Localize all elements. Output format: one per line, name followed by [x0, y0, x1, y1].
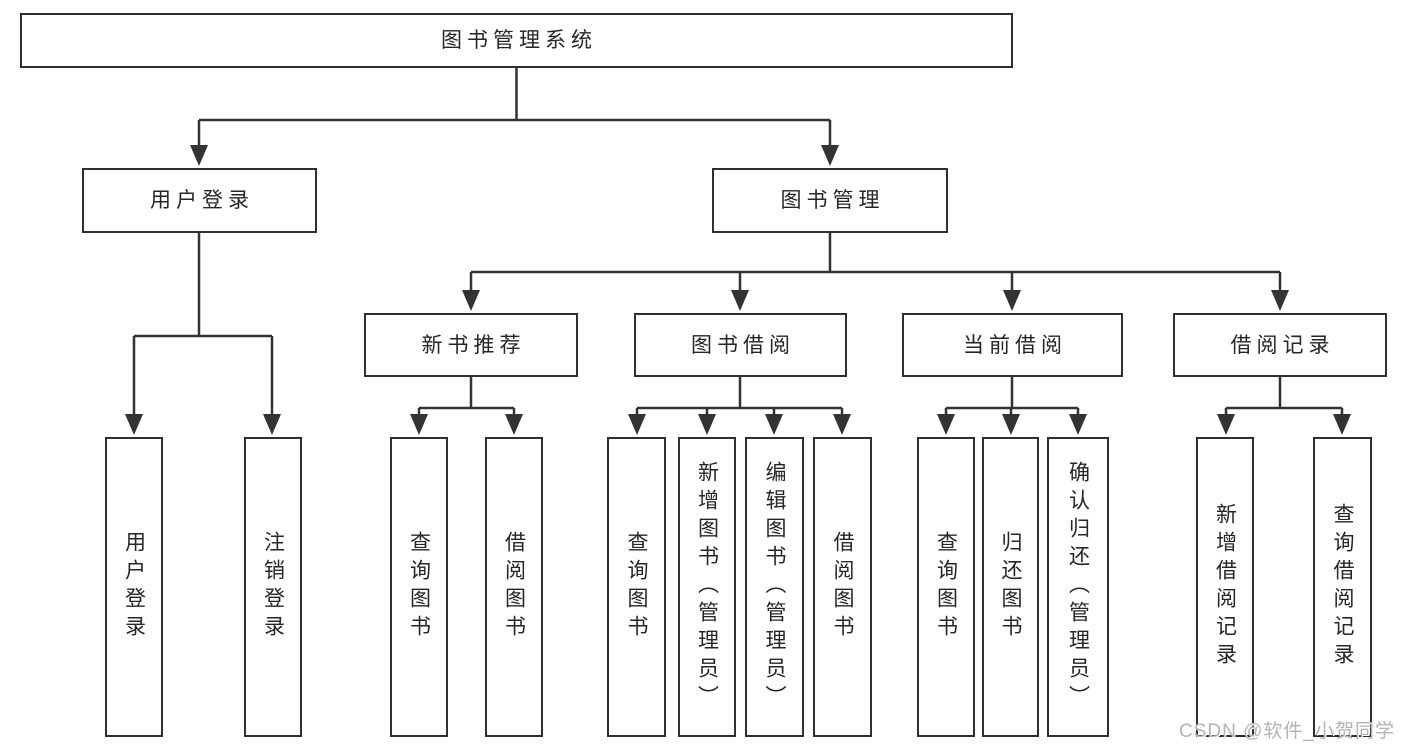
leaf-add-book-admin: 新增图书（管理员）	[678, 437, 736, 737]
leaf-logout-login: 注销登录	[244, 437, 302, 737]
watermark: CSDN @软件_小贺同学	[1179, 721, 1395, 742]
node-current-borrow: 当前借阅	[902, 313, 1123, 377]
node-book-management: 图书管理	[712, 168, 948, 233]
connector-borrow-record	[1217, 377, 1351, 435]
node-root-label: 图书管理系统	[441, 29, 597, 52]
node-new-book-recommend: 新书推荐	[364, 313, 578, 377]
leaf-borrow-book: 借阅图书	[813, 437, 872, 737]
connector-user-login	[125, 233, 281, 435]
leaf-return-book: 归还图书	[982, 437, 1039, 737]
connector-root	[190, 68, 839, 166]
connector-new-book-recommend	[410, 377, 523, 435]
node-book-borrow-label: 图书借阅	[691, 333, 795, 357]
leaf-search-book-recommend: 查询图书	[390, 437, 448, 737]
leaf-search-book-current: 查询图书	[917, 437, 975, 737]
leaf-user-login: 用户登录	[105, 437, 163, 737]
node-user-login: 用户登录	[82, 168, 317, 233]
node-user-login-label: 用户登录	[150, 189, 254, 212]
leaf-search-book-borrow: 查询图书	[607, 437, 666, 737]
node-book-borrow: 图书借阅	[634, 313, 847, 377]
node-book-management-label: 图书管理	[780, 189, 885, 212]
node-current-borrow-label: 当前借阅	[963, 333, 1067, 357]
node-borrow-record-label: 借阅记录	[1230, 333, 1335, 357]
node-root: 图书管理系统	[20, 13, 1013, 68]
leaf-edit-book-admin: 编辑图书（管理员）	[745, 437, 804, 737]
leaf-search-borrow-record: 查询借阅记录	[1313, 437, 1372, 737]
leaf-add-borrow-record: 新增借阅记录	[1196, 437, 1254, 737]
connector-book-borrow	[628, 377, 851, 435]
connector-current-borrow	[937, 377, 1087, 435]
node-new-book-recommend-label: 新书推荐	[421, 333, 526, 357]
node-borrow-record: 借阅记录	[1173, 313, 1387, 377]
connector-book-management	[462, 233, 1289, 311]
leaf-borrow-book-recommend: 借阅图书	[485, 437, 543, 737]
leaf-confirm-return-admin: 确认归还（管理员）	[1047, 437, 1109, 737]
